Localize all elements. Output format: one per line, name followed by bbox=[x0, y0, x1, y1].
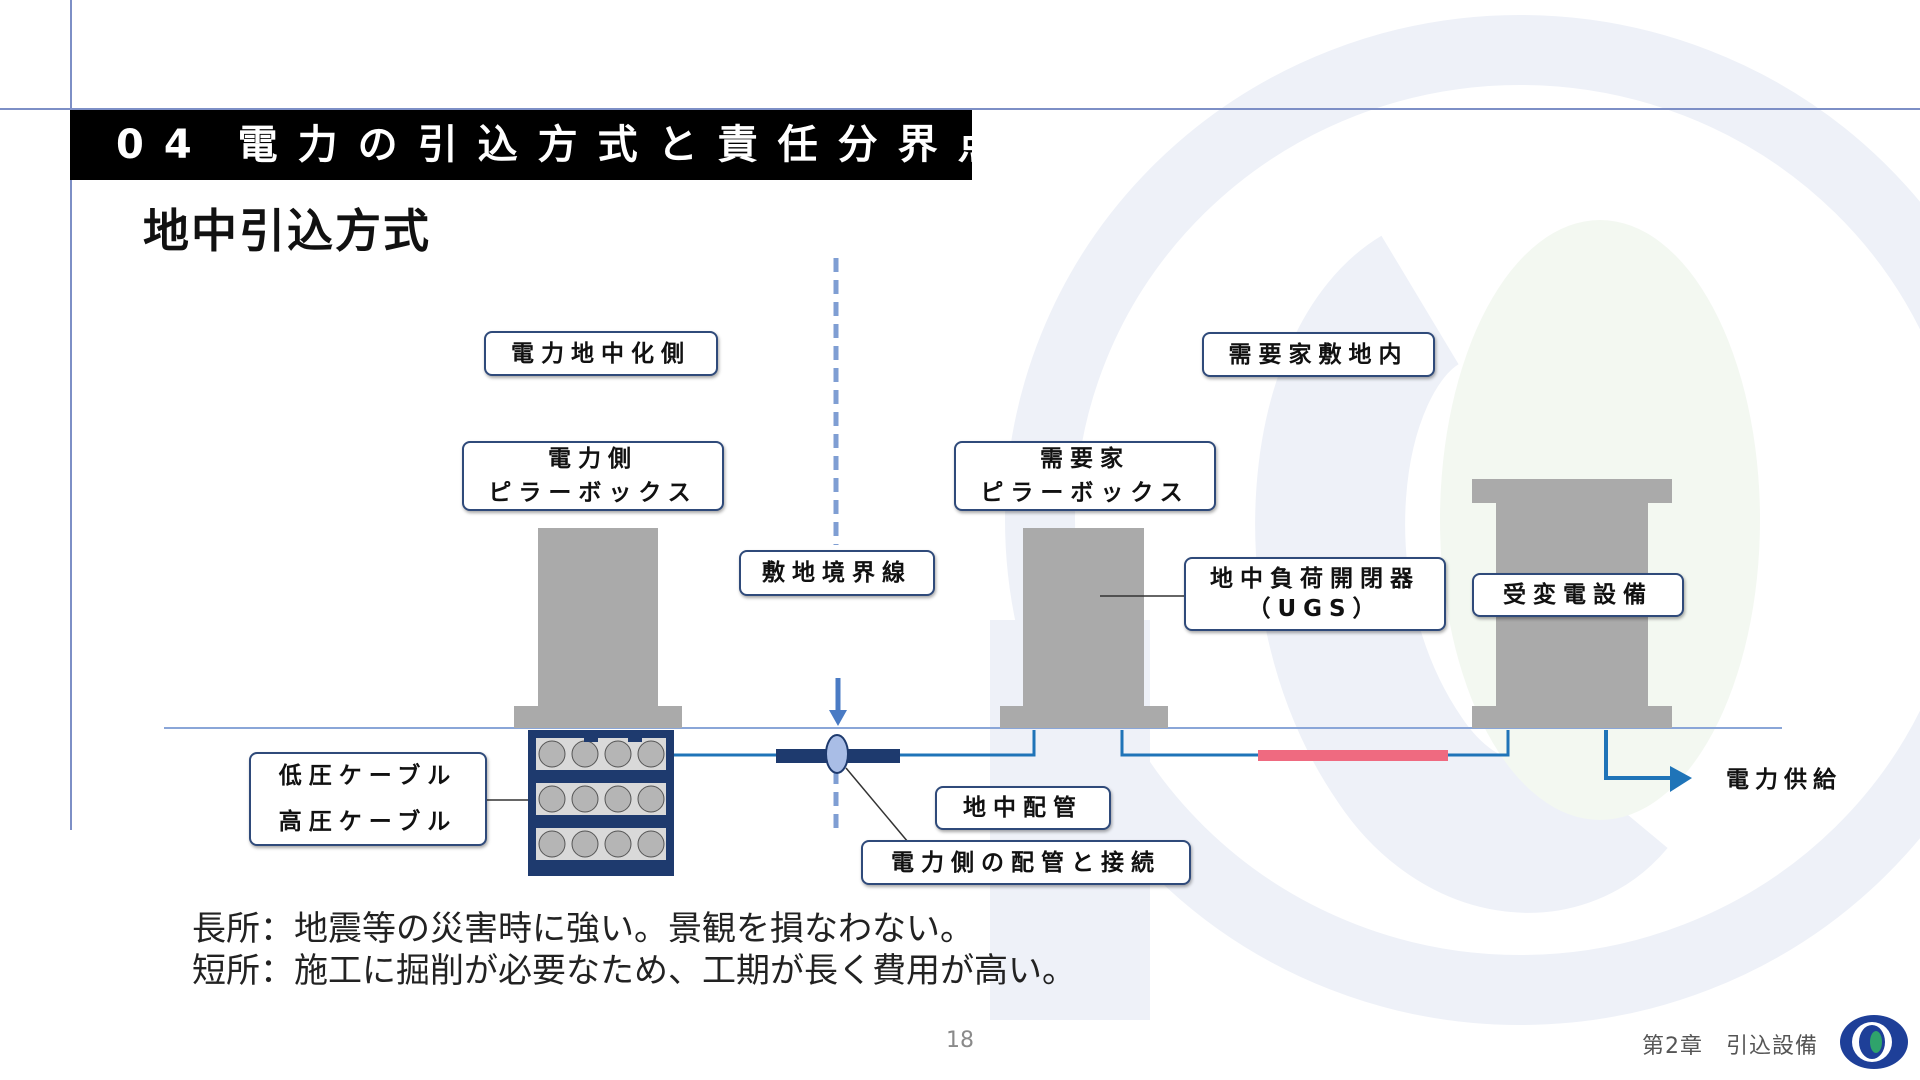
label-connection: 電力側の配管と接続 bbox=[861, 840, 1191, 885]
label-substation: 受変電設備 bbox=[1472, 573, 1684, 617]
company-logo-icon bbox=[1840, 1015, 1908, 1069]
label-underground-pipe: 地中配管 bbox=[935, 786, 1111, 830]
chapter-label: 第2章 引込設備 bbox=[1642, 1034, 1818, 1059]
demerits-text: 短所：施工に掘削が必要なため、工期が長く費用が高い。 bbox=[192, 951, 1076, 991]
label-ugs: 地中負荷開閉器 （UGS） bbox=[1184, 557, 1446, 631]
label-power-pillar-box: 電力側 ピラーボックス bbox=[462, 441, 724, 511]
label-cables: 低圧ケーブル 高圧ケーブル bbox=[249, 752, 487, 846]
label-customer-area: 需要家敷地内 bbox=[1202, 332, 1435, 377]
section-number: 04 bbox=[116, 122, 212, 168]
label-power-side-area: 電力地中化側 bbox=[484, 331, 718, 376]
label-boundary: 敷地境界線 bbox=[739, 550, 935, 596]
ugs-cable-segment bbox=[1258, 750, 1448, 761]
left-margin-line bbox=[70, 0, 72, 830]
header-rule bbox=[0, 108, 1920, 110]
power-pillar-box-shape bbox=[514, 528, 682, 728]
notes-block: 長所：地震等の災害時に強い。景観を損なわない。 短所：施工に掘削が必要なため、工… bbox=[192, 908, 1076, 992]
customer-pillar-box-shape bbox=[1000, 528, 1168, 728]
cable-conduit bbox=[528, 730, 674, 876]
merits-text: 長所：地震等の災害時に強い。景観を損なわない。 bbox=[192, 909, 974, 949]
page-subtitle: 地中引込方式 bbox=[143, 204, 431, 258]
page-number: 18 bbox=[946, 1028, 974, 1053]
section-title: 電力の引込方式と責任分界点 bbox=[237, 122, 1018, 168]
connection-joint bbox=[825, 734, 849, 774]
label-power-supply: 電力供給 bbox=[1726, 767, 1842, 793]
label-customer-pillar-box: 需要家 ピラーボックス bbox=[954, 441, 1216, 511]
